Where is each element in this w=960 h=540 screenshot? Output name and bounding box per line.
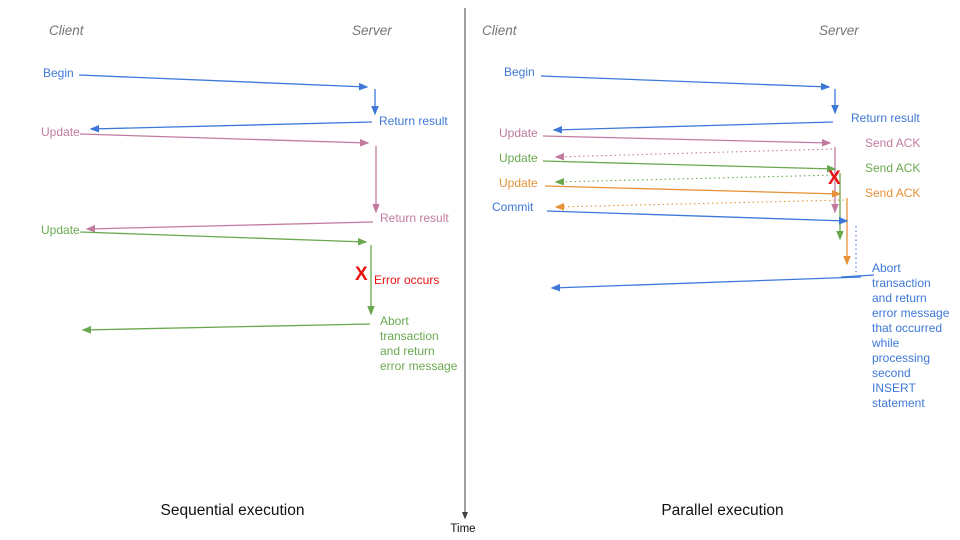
par-caption: Parallel execution <box>661 502 784 519</box>
par-send-ack-3-label: Send ACK <box>865 186 921 200</box>
seq-error-label: Error occurs <box>374 273 440 287</box>
seq-caption: Sequential execution <box>160 502 305 519</box>
par-client-header: Client <box>482 23 517 38</box>
par-update-3-label: Update <box>499 176 538 190</box>
time-axis-label: Time <box>450 523 476 535</box>
par-update-1-request-arrow <box>542 135 832 147</box>
par-return-result-arrow <box>552 121 834 134</box>
par-server-header: Server <box>819 23 859 38</box>
seq-update-1-label: Update <box>41 125 80 139</box>
par-update-2-request-arrow <box>542 160 837 173</box>
seq-update-1-request-arrow <box>79 133 370 147</box>
seq-return-result-2-label: Return result <box>380 211 449 225</box>
par-send-ack-1-label: Send ACK <box>865 136 921 150</box>
seq-begin-request-arrow <box>78 74 369 91</box>
par-send-ack-1-arrow <box>554 148 833 161</box>
seq-update-2-request-arrow <box>79 231 368 246</box>
seq-abort-return-arrow <box>81 323 371 334</box>
par-abort-return-arrow <box>550 276 862 292</box>
par-send-ack-3-arrow <box>554 199 845 211</box>
seq-begin-label: Begin <box>43 66 74 80</box>
par-send-ack-2-label: Send ACK <box>865 161 921 175</box>
seq-update-2-label: Update <box>41 223 80 237</box>
par-abort-tick-line <box>840 274 875 278</box>
seq-return-result-2-arrow <box>85 221 374 233</box>
par-update-2-label: Update <box>499 151 538 165</box>
seq-server-header: Server <box>352 23 392 38</box>
par-return-result-label: Return result <box>851 111 920 125</box>
par-abort-note: Abort transaction and return error messa… <box>872 261 950 410</box>
par-update-3-request-arrow <box>544 185 842 198</box>
par-error-x-icon: X <box>828 168 841 189</box>
seq-abort-note: Abort transaction and return error messa… <box>380 314 458 373</box>
seq-return-result-1-label: Return result <box>379 114 448 128</box>
par-begin-request-arrow <box>540 75 831 91</box>
seq-client-header: Client <box>49 23 84 38</box>
seq-return-result-1-arrow <box>89 121 373 133</box>
par-commit-label: Commit <box>492 200 534 214</box>
par-begin-label: Begin <box>504 65 535 79</box>
par-update-1-label: Update <box>499 126 538 140</box>
seq-error-x-icon: X <box>355 264 368 285</box>
par-commit-request-arrow <box>546 210 849 225</box>
par-send-ack-2-arrow <box>554 174 838 186</box>
